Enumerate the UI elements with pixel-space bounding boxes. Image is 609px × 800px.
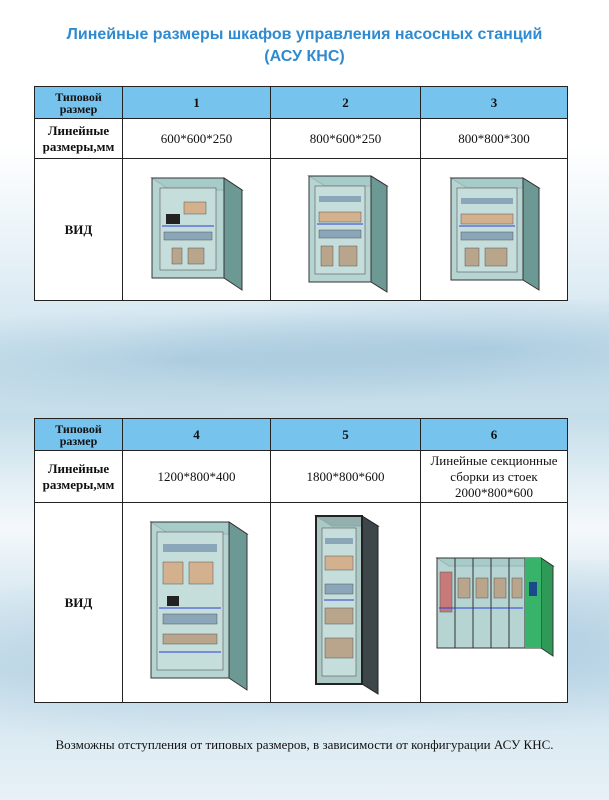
cabinet-sections-icon	[435, 556, 555, 657]
size-number: 6	[420, 418, 568, 451]
view-label: ВИД	[34, 502, 123, 703]
type-size-header: Типовой размер	[34, 418, 123, 451]
dimensions-value: 800*800*300	[420, 118, 568, 159]
dimensions-value: 600*600*250	[122, 118, 271, 159]
footer-note: Возможны отступления от типовых размеров…	[55, 737, 554, 752]
view-cell	[122, 502, 271, 703]
dimensions-value: 1200*800*400	[122, 450, 271, 503]
cabinet-wide-icon	[449, 176, 541, 291]
view-cell	[420, 502, 568, 703]
water-background	[0, 300, 609, 420]
size-number: 2	[270, 86, 421, 119]
view-label: ВИД	[34, 158, 123, 301]
view-cell	[122, 158, 271, 301]
cabinet-small-icon	[149, 176, 244, 291]
size-number: 4	[122, 418, 271, 451]
dimensions-label: Линейные размеры,мм	[34, 118, 123, 159]
size-table-1: Типовой размер 1 2 3 Линейные размеры,мм…	[34, 86, 568, 301]
dimensions-value: 800*600*250	[270, 118, 421, 159]
page-title: Линейные размеры шкафов управления насос…	[66, 26, 543, 43]
dimensions-value: 1800*800*600	[270, 450, 421, 503]
size-table-2: Типовой размер 4 5 6 Линейные размеры,мм…	[34, 418, 568, 703]
cabinet-floor-icon	[313, 514, 380, 695]
cabinet-medium-icon	[306, 174, 389, 293]
page-subtitle: (АСУ КНС)	[264, 48, 345, 65]
dimensions-label: Линейные размеры,мм	[34, 450, 123, 503]
dimensions-value: Линейные секционные сборки из стоек 2000…	[420, 450, 568, 503]
cabinet-large-icon	[148, 520, 249, 691]
size-number: 1	[122, 86, 271, 119]
view-cell	[270, 502, 421, 703]
type-size-header: Типовой размер	[34, 86, 123, 119]
view-cell	[270, 158, 421, 301]
size-number: 3	[420, 86, 568, 119]
size-number: 5	[270, 418, 421, 451]
view-cell	[420, 158, 568, 301]
